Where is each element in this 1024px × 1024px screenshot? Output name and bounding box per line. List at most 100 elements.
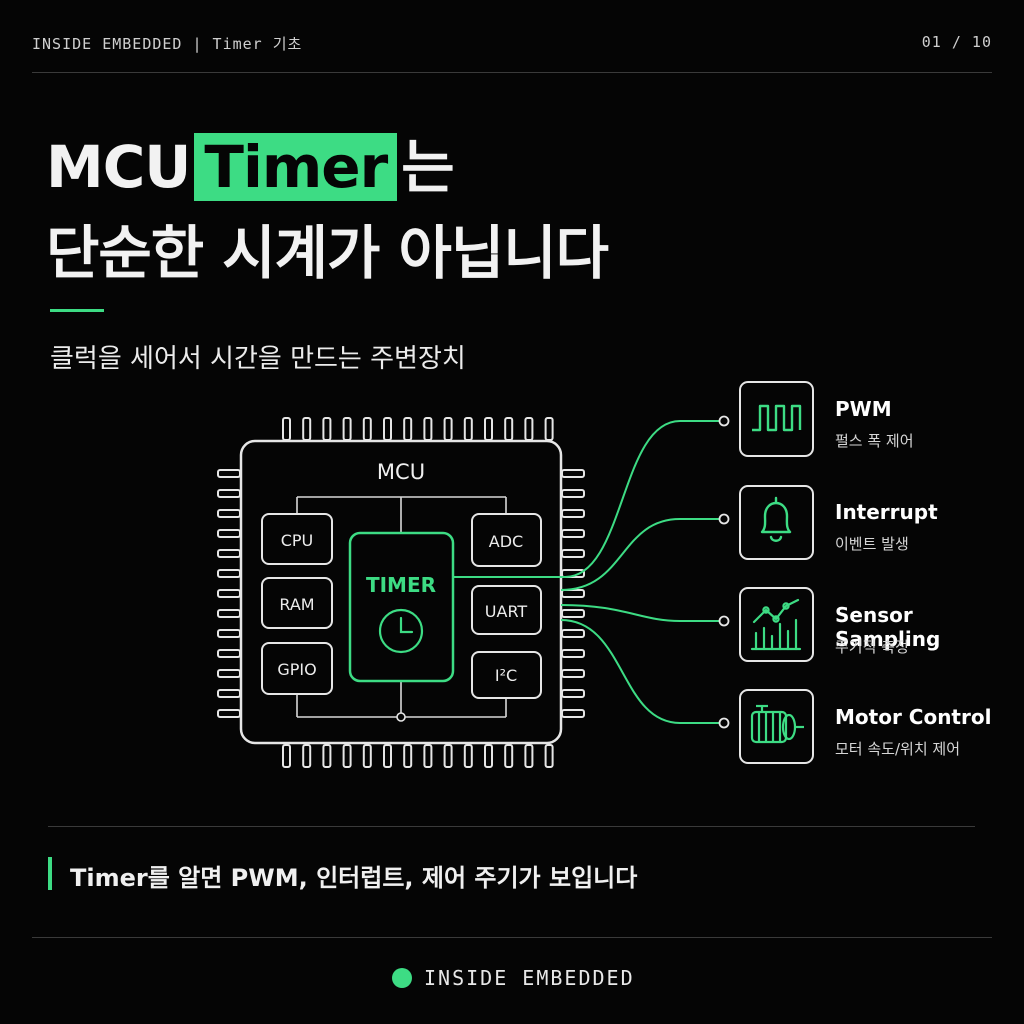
chip-pin	[217, 529, 241, 538]
chip-pin	[561, 609, 585, 618]
chip-pin	[443, 417, 453, 441]
chip-pin	[217, 549, 241, 558]
block-uart: UART	[471, 585, 542, 635]
chip-pin	[282, 417, 291, 441]
sensor-chart-icon	[750, 598, 802, 651]
output-sensor-card	[739, 587, 814, 662]
bus-junction	[396, 712, 406, 722]
block-adc: ADC	[471, 513, 542, 567]
chip-pin	[217, 569, 241, 578]
chip-pin	[504, 744, 514, 768]
timer-connectors	[453, 420, 724, 724]
takeaway-accent-bar	[48, 857, 52, 890]
bell-icon	[760, 496, 792, 542]
chip-pin	[383, 417, 392, 441]
footer-divider	[32, 937, 992, 938]
chip-pin	[504, 417, 514, 441]
block-ram: RAM	[261, 577, 333, 629]
output-sensor-title: Sensor Sampling	[835, 603, 941, 651]
takeaway-text: Timer를 알면 PWM, 인터럽트, 제어 주기가 보입니다	[70, 864, 638, 892]
chip-pin	[302, 417, 312, 441]
chip-pin	[217, 609, 241, 618]
page-title-line2: 단순한 시계가 아닙니다	[46, 219, 609, 287]
title-accent-line	[50, 309, 104, 312]
motor-icon	[750, 704, 804, 744]
chip-pin	[322, 744, 332, 768]
internal-bus	[296, 496, 507, 718]
chip-pin	[217, 589, 241, 598]
chip-pin	[282, 744, 291, 768]
chip-pin	[403, 744, 413, 768]
footer-brand: INSIDE EMBEDDED	[424, 966, 635, 990]
page-counter: 01 / 10	[921, 33, 992, 51]
footer-brand-dot	[392, 968, 412, 988]
chip-pin	[217, 489, 241, 498]
block-uart-label: UART	[485, 602, 528, 621]
block-adc-label: ADC	[489, 532, 523, 551]
chip-pin	[217, 509, 241, 518]
title-prefix: MCU	[46, 133, 191, 201]
output-motor-card	[739, 689, 814, 764]
chip-pin	[561, 669, 585, 678]
clock-icon	[378, 608, 424, 654]
output-pwm-title: PWM	[835, 397, 892, 421]
timer-block: TIMER	[348, 531, 455, 683]
chip-pin	[217, 469, 241, 478]
chip-pin	[217, 689, 241, 698]
output-motor-title: Motor Control	[835, 705, 992, 729]
chip-pin	[463, 417, 473, 441]
output-interrupt-card	[739, 485, 814, 560]
chip-pin	[544, 744, 554, 768]
output-interrupt-desc: 이벤트 발생	[835, 535, 909, 553]
mcu-label: MCU	[377, 460, 425, 484]
chip-pin	[561, 509, 585, 518]
output-motor-desc: 모터 속도/위치 제어	[835, 740, 960, 758]
block-gpio-label: GPIO	[277, 660, 316, 679]
chip-pin	[443, 744, 453, 768]
timer-label: TIMER	[366, 573, 436, 597]
chip-pin	[342, 417, 352, 441]
header-divider	[32, 72, 992, 73]
chip-pin	[217, 649, 241, 658]
takeaway-divider-top	[48, 826, 975, 827]
chip-pin	[342, 744, 352, 768]
header-breadcrumb: INSIDE EMBEDDED | Timer 기초	[32, 35, 303, 53]
chip-pin	[463, 744, 473, 768]
connector-endpoints	[718, 415, 730, 729]
mcu-chip-body	[239, 439, 563, 745]
block-gpio: GPIO	[261, 642, 333, 695]
chip-pin	[403, 417, 413, 441]
chip-pin	[561, 709, 585, 718]
title-suffix: 는	[401, 133, 454, 201]
chip-pin	[362, 744, 372, 768]
chip-pin	[217, 629, 241, 638]
chip-pin	[302, 744, 312, 768]
output-sensor-desc: 주기적 측정	[835, 638, 909, 656]
output-pwm-card	[739, 381, 814, 457]
chip-pin	[561, 549, 585, 558]
chip-pin	[561, 529, 585, 538]
chip-pin	[217, 669, 241, 678]
chip-pin	[423, 417, 433, 441]
block-ram-label: RAM	[279, 595, 314, 614]
chip-pin	[561, 489, 585, 498]
chip-pin	[524, 417, 534, 441]
chip-pin	[561, 649, 585, 658]
chip-pins	[217, 417, 585, 768]
chip-pin	[322, 417, 332, 441]
output-interrupt-title: Interrupt	[835, 500, 938, 524]
chip-pin	[484, 417, 493, 441]
title-highlight: Timer	[194, 133, 398, 201]
page-subtitle: 클럭을 세어서 시간을 만드는 주변장치	[50, 344, 466, 374]
chip-pin	[423, 744, 433, 768]
block-i2c-label: I²C	[495, 666, 517, 685]
chip-pin	[544, 417, 554, 441]
chip-pin	[561, 589, 585, 598]
block-cpu-label: CPU	[281, 531, 314, 550]
chip-pin	[561, 689, 585, 698]
block-cpu: CPU	[261, 513, 333, 565]
chip-pin	[524, 744, 534, 768]
chip-pin	[561, 629, 585, 638]
